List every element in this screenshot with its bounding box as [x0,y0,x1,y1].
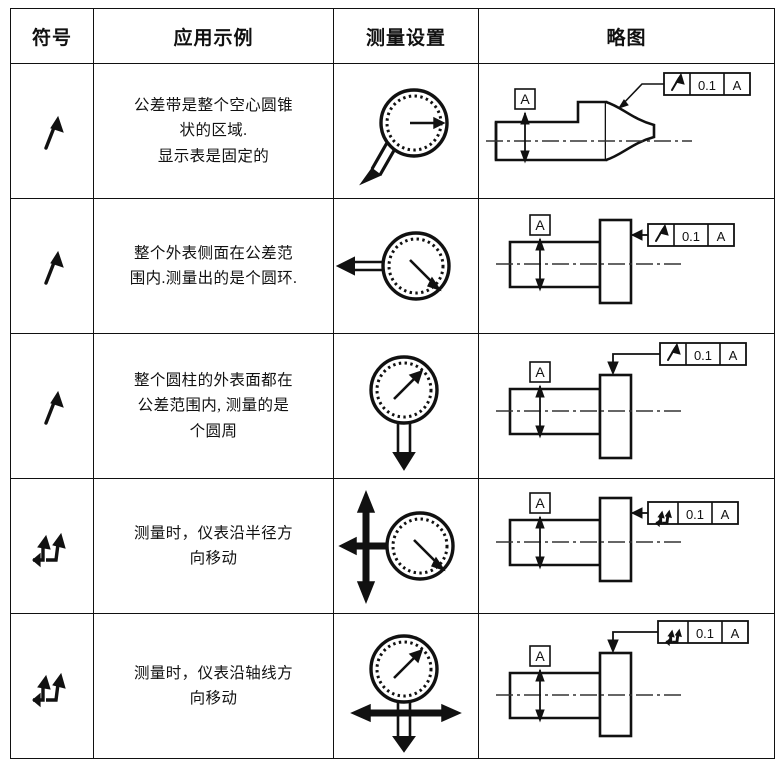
circular-runout-symbol [10,198,94,334]
svg-text:A: A [535,648,545,664]
table-row: 测量时，仪表沿半径方 向移动 [10,478,775,614]
svg-text:A: A [520,91,530,107]
example-line: 状的区域. [179,122,248,140]
example-line: 向移动 [189,550,238,567]
gdt-runout-table-page: 符号 应用示例 测量设置 略图 公差带是整个空心圆锥 状的区域. 显示表是固定的 [0,8,784,783]
example-text-cell: 公差带是整个空心圆锥 状的区域. 显示表是固定的 [93,63,334,199]
feature-control-frame: 0.1 A [646,223,735,247]
flanged-shaft-with-total-runout-top: 0.1 A A [478,613,775,759]
svg-text:A: A [728,348,737,363]
svg-text:A: A [716,229,725,244]
table-row: 公差带是整个空心圆锥 状的区域. 显示表是固定的 [10,63,775,199]
svg-text:0.1: 0.1 [697,78,715,93]
header-drawing: 略图 [478,8,775,64]
example-line: 个圆周 [189,422,238,440]
example-text-cell: 整个圆柱的外表面都在 公差范围内, 测量的是 个圆周 [93,333,334,479]
datum-a-box: A [528,214,551,236]
example-line: 显示表是固定的 [157,147,270,165]
example-text-cell: 整个外表侧面在公差范 围内.测量出的是个圆环. [93,198,334,334]
example-text-cell: 测量时，仪表沿轴线方 向移动 [93,613,334,759]
dial-indicator-horizontal-probe [333,198,479,334]
flanged-shaft-with-fcf-top: 0.1 A A [478,333,775,479]
svg-text:A: A [535,495,545,511]
svg-text:0.1: 0.1 [693,348,711,363]
header-measurement: 测量设置 [333,8,479,64]
example-line: 公差带是整个空心圆锥 [133,97,293,115]
svg-text:A: A [535,364,545,380]
table-row: 整个外表侧面在公差范 围内.测量出的是个圆环. [10,198,775,334]
table-header: 符号 应用示例 测量设置 略图 [10,8,775,64]
feature-control-frame: 0.1 A [646,501,739,528]
example-text-cell: 测量时，仪表沿半径方 向移动 [93,478,334,614]
svg-text:A: A [732,78,741,93]
total-runout-symbol [10,613,94,759]
tapered-shaft-with-fcf: 0.1 A [478,63,775,199]
svg-text:A: A [730,626,739,641]
header-row: 符号 应用示例 测量设置 略图 [10,8,775,64]
dial-indicator-radial-travel [333,478,479,614]
feature-control-frame: 0.1 A [662,72,751,96]
svg-text:A: A [720,507,729,522]
feature-control-frame: 0.1 A [658,342,747,366]
flanged-shaft-with-fcf-side: 0.1 A A [478,198,775,334]
table-row: 测量时，仪表沿轴线方 向移动 [10,613,775,759]
total-runout-symbol [10,478,94,614]
dial-indicator-diagonal-probe [333,63,479,199]
example-line: 整个圆柱的外表面都在 [133,372,293,390]
header-example: 应用示例 [93,8,334,64]
circular-runout-symbol [10,63,94,199]
feature-control-frame: 0.1 A [656,620,749,647]
dial-indicator-vertical-probe [333,333,479,479]
svg-text:0.1: 0.1 [685,507,703,522]
header-symbol: 符号 [10,8,94,64]
table-body: 公差带是整个空心圆锥 状的区域. 显示表是固定的 [10,63,775,759]
datum-a-box: A [528,645,551,667]
datum-a-box: A [528,492,551,514]
dial-indicator-axial-travel [333,613,479,759]
example-line: 测量时，仪表沿半径方 [133,524,293,542]
runout-symbol-table: 符号 应用示例 测量设置 略图 公差带是整个空心圆锥 状的区域. 显示表是固定的 [10,8,775,759]
example-line: 围内.测量出的是个圆环. [129,270,298,287]
flanged-shaft-with-total-runout-side: 0.1 A A [478,478,775,614]
datum-a-box: A [528,361,551,383]
example-line: 向移动 [189,690,238,707]
svg-text:A: A [535,217,545,233]
svg-text:0.1: 0.1 [681,229,699,244]
table-row: 整个圆柱的外表面都在 公差范围内, 测量的是 个圆周 [10,333,775,479]
example-line: 测量时，仪表沿轴线方 [133,664,293,682]
svg-text:0.1: 0.1 [695,626,713,641]
circular-runout-symbol [10,333,94,479]
example-line: 公差范围内, 测量的是 [137,397,290,415]
datum-a-box: A [513,88,536,110]
example-line: 整个外表侧面在公差范 [133,244,293,262]
